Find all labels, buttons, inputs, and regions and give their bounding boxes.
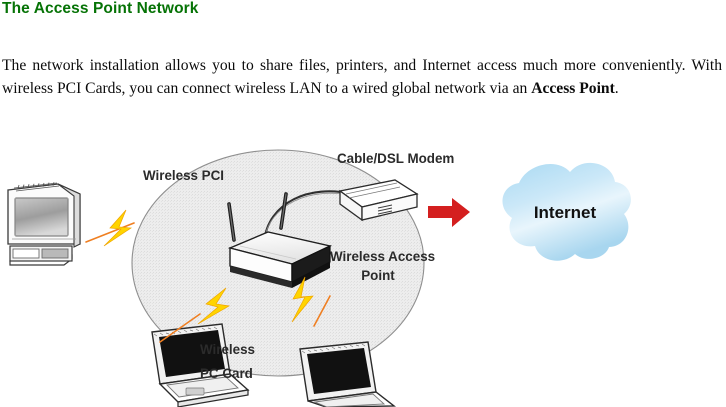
access-point-emphasis: Access Point	[531, 79, 615, 97]
access-point-icon	[227, 192, 333, 288]
internet-cloud-icon	[502, 162, 631, 261]
laptop-right-icon	[299, 341, 397, 407]
internet-arrow-icon	[428, 198, 470, 227]
desktop-pc-icon	[7, 182, 81, 266]
label-cable-dsl-modem: Cable/DSL Modem	[337, 151, 454, 166]
wireless-bolt-to-laptop-left	[159, 287, 231, 343]
label-wireless-pci: Wireless PCI	[143, 168, 224, 183]
label-wireless-pc-card-line2: PC Card	[200, 366, 253, 381]
wired-cable-link	[262, 190, 353, 243]
label-wireless-pc-card-line1: Wireless	[200, 342, 255, 357]
label-wireless-access-point-line2: Point	[361, 268, 395, 283]
paragraph-text-lead: The network installation allows you to s…	[2, 56, 722, 97]
network-diagram: Wireless PCI Wireles	[0, 128, 726, 407]
paragraph-text-tail: .	[614, 79, 619, 97]
page-title: The Access Point Network	[2, 0, 199, 17]
cable-dsl-modem-icon	[338, 179, 419, 222]
wireless-bolt-to-laptop-right	[291, 276, 331, 327]
label-wireless-access-point-line1: Wireless Access	[330, 249, 435, 264]
label-internet: Internet	[534, 203, 597, 222]
wireless-bolt-to-desktop	[85, 209, 135, 247]
body-paragraph: The network installation allows you to s…	[2, 54, 722, 100]
laptop-left-icon	[151, 323, 250, 407]
